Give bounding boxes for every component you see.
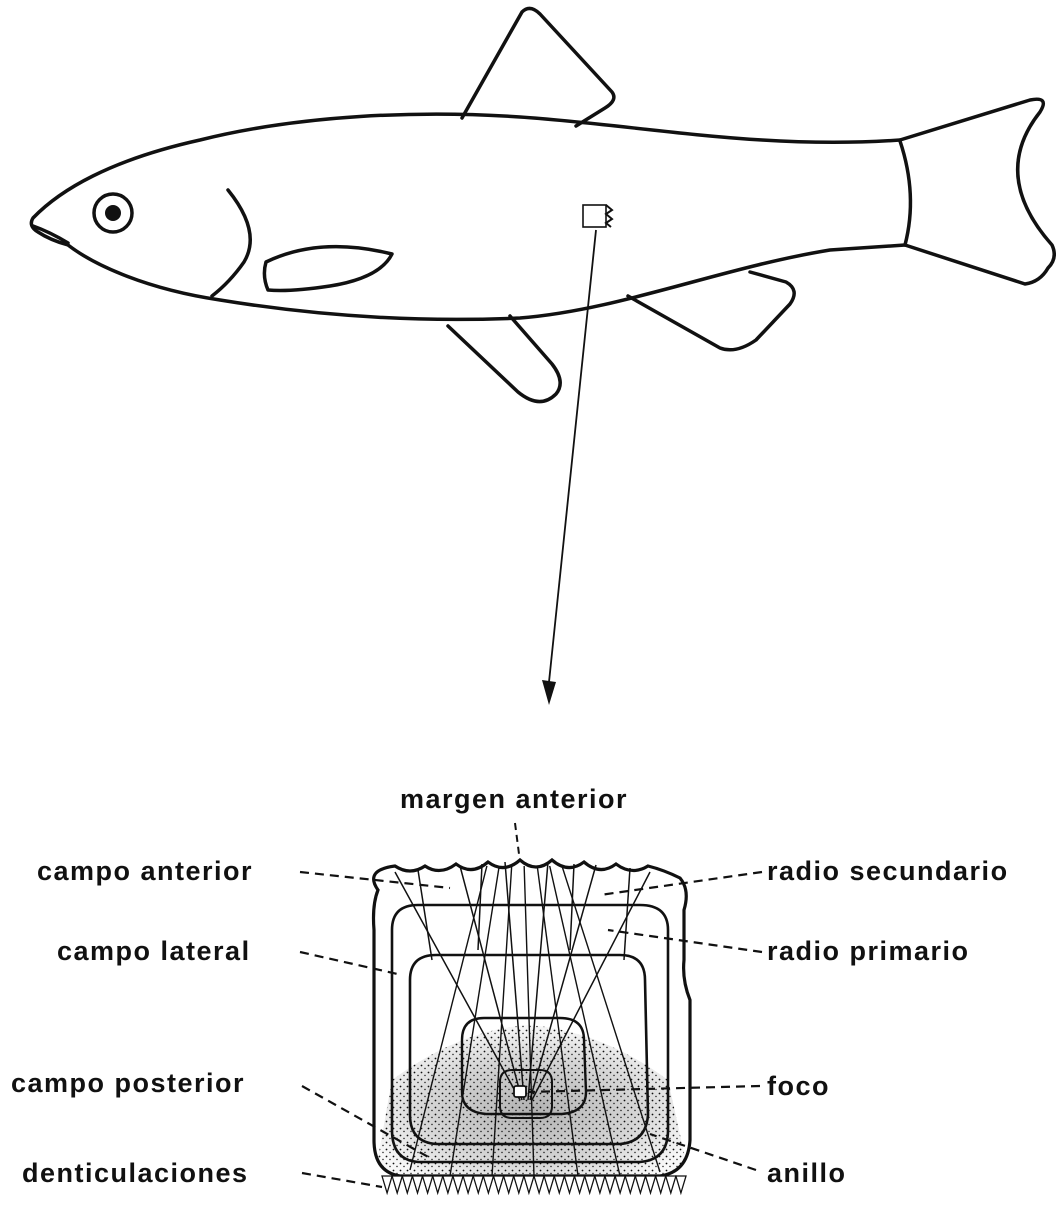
denticle <box>554 1176 564 1193</box>
denticle <box>646 1176 656 1193</box>
leader-margen-anterior <box>515 823 519 854</box>
scale-focus <box>514 1086 526 1097</box>
fish-body <box>31 114 905 319</box>
denticle <box>666 1176 676 1193</box>
denticle <box>605 1176 615 1193</box>
operculum <box>212 190 250 296</box>
pupil <box>105 205 121 221</box>
leader-campo-lateral <box>300 952 402 975</box>
pectoral-fin <box>264 247 392 291</box>
denticle <box>514 1176 524 1193</box>
scale-marker-teeth <box>606 205 612 227</box>
denticle <box>473 1176 483 1193</box>
label-denticulaciones: denticulaciones <box>22 1158 249 1188</box>
denticle <box>585 1176 595 1193</box>
dorsal-fin <box>462 8 614 126</box>
denticle <box>443 1176 453 1193</box>
denticle <box>564 1176 574 1193</box>
radius-secondary <box>478 864 482 950</box>
leader-denticulaciones <box>302 1173 382 1187</box>
denticle <box>463 1176 473 1193</box>
denticle <box>433 1176 443 1193</box>
denticle <box>656 1176 666 1193</box>
fish-illustration <box>31 8 1054 401</box>
denticle <box>615 1176 625 1193</box>
denticle <box>595 1176 605 1193</box>
denticulations <box>382 1176 686 1193</box>
radius-secondary <box>570 864 574 950</box>
denticle <box>575 1176 585 1193</box>
denticle <box>483 1176 493 1193</box>
label-foco: foco <box>767 1071 830 1101</box>
denticle <box>635 1176 645 1193</box>
denticle <box>676 1176 686 1193</box>
denticle <box>524 1176 534 1193</box>
label-campo-lateral: campo lateral <box>57 936 251 966</box>
caudal-line <box>900 141 910 245</box>
denticle <box>382 1176 392 1193</box>
denticle <box>453 1176 463 1193</box>
label-campo-posterior: campo posterior <box>11 1068 245 1098</box>
denticle <box>423 1176 433 1193</box>
label-radio-primario: radio primario <box>767 936 970 966</box>
tail-fin <box>900 99 1054 284</box>
anal-fin <box>628 272 794 350</box>
denticle <box>625 1176 635 1193</box>
pelvic-fin <box>448 316 560 402</box>
leader-radio-secundario <box>600 872 762 895</box>
label-radio-secundario: radio secundario <box>767 856 1009 886</box>
radius-secondary <box>418 870 432 960</box>
denticle <box>402 1176 412 1193</box>
pointer-arrow <box>542 230 596 705</box>
scale-marker <box>583 205 606 227</box>
label-anillo: anillo <box>767 1158 847 1188</box>
denticle <box>392 1176 402 1193</box>
denticle <box>494 1176 504 1193</box>
denticle <box>534 1176 544 1193</box>
denticle <box>504 1176 514 1193</box>
label-campo-anterior: campo anterior <box>37 856 253 886</box>
denticle <box>544 1176 554 1193</box>
label-margen-anterior: margen anterior <box>400 784 628 814</box>
denticle <box>412 1176 422 1193</box>
